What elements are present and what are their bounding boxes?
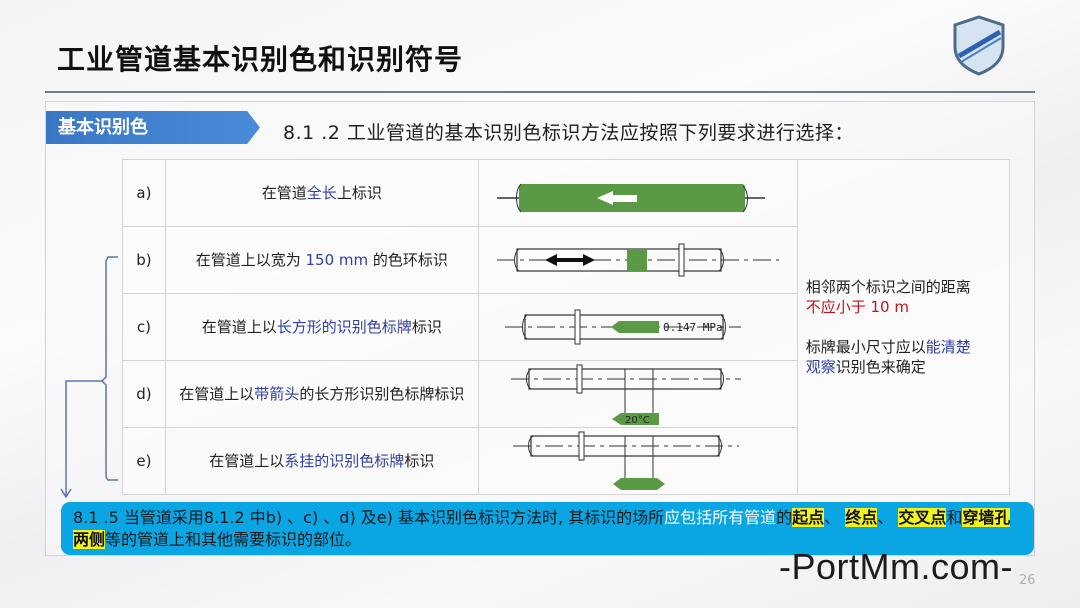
shield-logo-icon (953, 15, 1005, 76)
methods-table: a) 在管道全长上标识 相邻两个标识之间的距离 不应小于 10 m 标牌最小尺寸… (122, 159, 1011, 495)
table-row: a) 在管道全长上标识 相邻两个标识之间的距离 不应小于 10 m 标牌最小尺寸… (122, 159, 1011, 495)
row-label: d) (122, 360, 166, 428)
watermark: -PortMm.com- (779, 546, 1013, 587)
page-title: 工业管道基本识别色和识别符号 (57, 43, 464, 76)
row-label: b) (122, 226, 166, 294)
row-label: e) (122, 427, 166, 495)
pipe-diagram-b (496, 243, 779, 277)
intro-text: 8.1 .2 工业管道的基本识别色标识方法应按照下列要求进行选择： (283, 122, 854, 144)
row-description: 在管道上以长方形的识别色标牌标识 (164, 293, 479, 361)
svg-text:20°C: 20°C (625, 415, 650, 426)
table-row: d) 在管道上以带箭头的长方形识别色标牌标识 20°C (122, 360, 1010, 428)
spacing-note: 相邻两个标识之间的距离 不应小于 10 m 标牌最小尺寸应以能清楚 观察识别色来… (796, 159, 1011, 495)
pipe-diagram-d: 20°C (510, 364, 741, 426)
pipe-diagram-a (496, 183, 765, 213)
pipe-diagram-e (512, 431, 739, 490)
rect-tag-pipe-figure: 0.147 MPa (477, 293, 798, 361)
row-description: 在管道上以带箭头的长方形识别色标牌标识 (164, 360, 479, 428)
section-tag: 基本识别色 (46, 111, 260, 144)
svg-text:0.147 MPa: 0.147 MPa (663, 321, 723, 334)
table-row: e) 在管道上以系挂的识别色标牌标识 (122, 427, 1010, 495)
row-description: 在管道上以系挂的识别色标牌标识 (164, 427, 479, 495)
bracket-arrow-icon (60, 256, 118, 499)
color-ring-pipe-figure (477, 226, 798, 294)
table-row: c) 在管道上以长方形的识别色标牌标识 0.147 MPa (122, 293, 1010, 361)
row-description: 在管道上以宽为 150 mm 的色环标识 (164, 226, 479, 294)
hanging-tag-pipe-figure (477, 427, 798, 495)
row-description: 在管道全长上标识 (164, 159, 479, 227)
full-length-pipe-figure (477, 159, 798, 227)
table-row: b) 在管道上以宽为 150 mm 的色环标识 (122, 226, 1010, 294)
row-label: c) (122, 293, 166, 361)
row-label: a) (122, 159, 166, 227)
pipe-diagram-c: 0.147 MPa (504, 309, 741, 345)
requirement-callout: 8.1 .5 当管道采用8.1.2 中b) 、c) 、d) 及e) 基本识别色标… (61, 502, 1034, 555)
arrow-tag-pipe-figure: 20°C (477, 360, 798, 428)
title-divider (45, 91, 1035, 93)
page-number: 26 (1019, 573, 1036, 588)
